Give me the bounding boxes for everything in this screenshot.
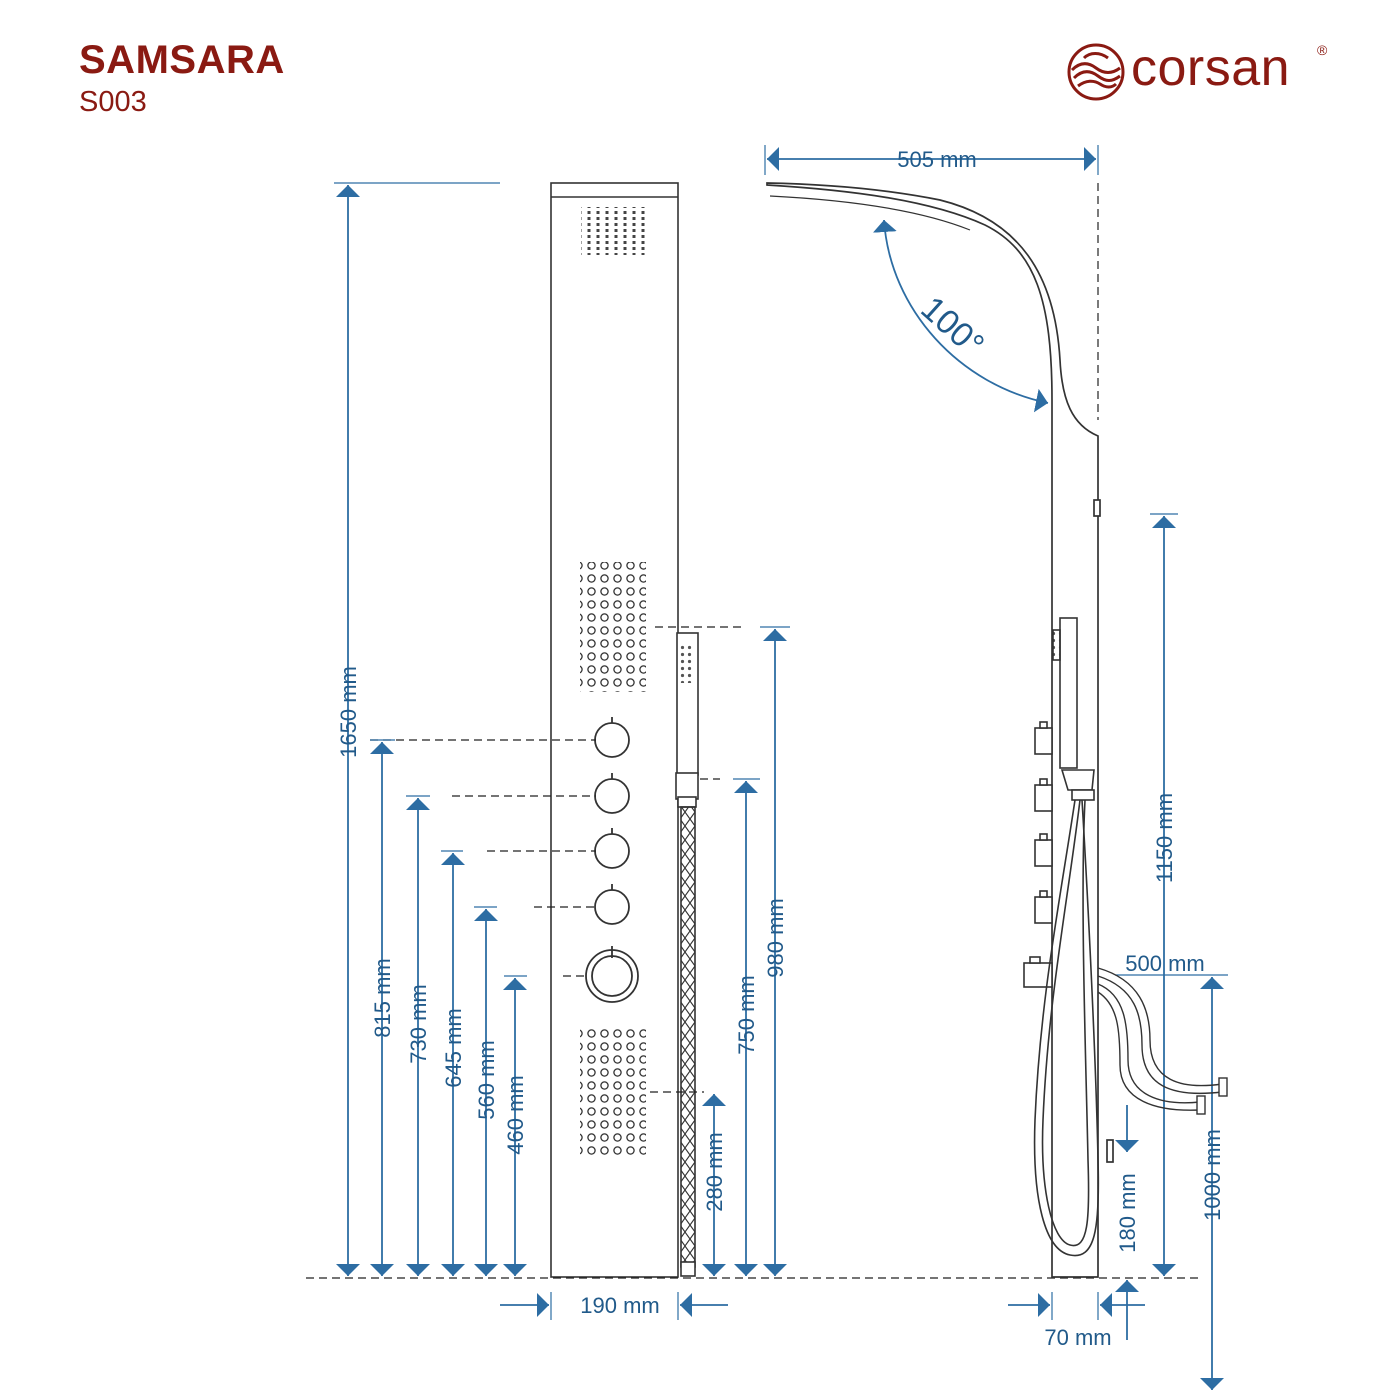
label-1000: 1000 mm bbox=[1200, 1129, 1225, 1221]
knob-2 bbox=[594, 778, 630, 814]
upper-body-jets bbox=[580, 562, 646, 692]
knob-3 bbox=[594, 833, 630, 869]
lower-body-jets bbox=[580, 1026, 646, 1156]
product-name: SAMSARA bbox=[79, 38, 285, 82]
side-panel bbox=[766, 182, 1114, 1278]
side-knobs bbox=[1023, 721, 1053, 988]
label-750: 750 mm bbox=[734, 975, 759, 1054]
label-505: 505 mm bbox=[897, 147, 976, 172]
label-280: 280 mm bbox=[702, 1132, 727, 1211]
side-hand-shower bbox=[1033, 617, 1100, 1257]
dimension-lines bbox=[336, 147, 1224, 1390]
label-500: 500 mm bbox=[1125, 951, 1204, 976]
registered-mark: ® bbox=[1317, 42, 1328, 58]
label-815: 815 mm bbox=[370, 958, 395, 1037]
supply-hoses bbox=[1097, 967, 1228, 1115]
front-hand-shower bbox=[675, 632, 699, 1277]
top-jet-grille bbox=[581, 207, 645, 255]
corsan-logo-icon bbox=[1067, 43, 1125, 101]
label-730: 730 mm bbox=[406, 984, 431, 1063]
product-code: S003 bbox=[79, 86, 147, 118]
label-560: 560 mm bbox=[474, 1040, 499, 1119]
brand-name: corsan bbox=[1131, 39, 1291, 97]
label-645: 645 mm bbox=[441, 1008, 466, 1087]
guide-lines bbox=[306, 183, 1200, 1279]
dim-100-arc bbox=[872, 219, 1049, 413]
knob-4 bbox=[594, 889, 630, 925]
label-180: 180 mm bbox=[1115, 1173, 1140, 1252]
label-70: 70 mm bbox=[1044, 1325, 1111, 1350]
label-980: 980 mm bbox=[763, 898, 788, 977]
label-460: 460 mm bbox=[503, 1075, 528, 1154]
label-100-degrees: 100° bbox=[914, 289, 992, 364]
knob-1 bbox=[594, 722, 630, 758]
label-1650: 1650 mm bbox=[336, 666, 361, 758]
label-190: 190 mm bbox=[580, 1293, 659, 1318]
label-1150: 1150 mm bbox=[1152, 793, 1177, 883]
control-knobs bbox=[585, 717, 639, 1003]
